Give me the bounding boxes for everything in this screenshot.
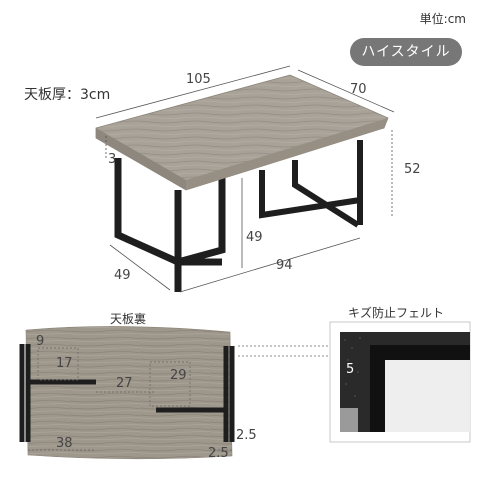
underside-dim-38: 38 — [56, 436, 73, 451]
table-top — [95, 74, 389, 191]
underside-dim-29: 29 — [170, 368, 187, 383]
dim-leg-depth: 49 — [114, 268, 131, 283]
dim-height: 52 — [404, 162, 421, 177]
style-badge: ハイスタイル — [350, 38, 462, 66]
front-leg-frame — [114, 158, 226, 292]
underside-panel — [19, 326, 330, 460]
felt-dim-5: 5 — [346, 362, 355, 377]
dim-leg-span: 94 — [276, 258, 293, 273]
unit-label: 単位:cm — [419, 12, 466, 26]
underside-title: 天板裏 — [110, 312, 147, 326]
dim-top-thickness: 3 — [108, 152, 117, 167]
underside-dim-2-5-a: 2.5 — [236, 428, 257, 443]
underside-dim-9: 9 — [36, 334, 45, 349]
felt-title: キズ防止フェルト — [348, 306, 445, 320]
underside-dim-17: 17 — [56, 356, 73, 371]
dim-leg-clearance: 49 — [246, 230, 263, 245]
back-leg-frame — [259, 140, 363, 228]
dim-depth: 70 — [350, 82, 367, 97]
top-thickness-label: 天板厚：3cm — [24, 87, 111, 103]
dim-width: 105 — [186, 72, 211, 87]
felt-detail — [329, 321, 471, 443]
underside-dim-2-5-b: 2.5 — [208, 446, 229, 461]
underside-dim-27: 27 — [116, 376, 133, 391]
